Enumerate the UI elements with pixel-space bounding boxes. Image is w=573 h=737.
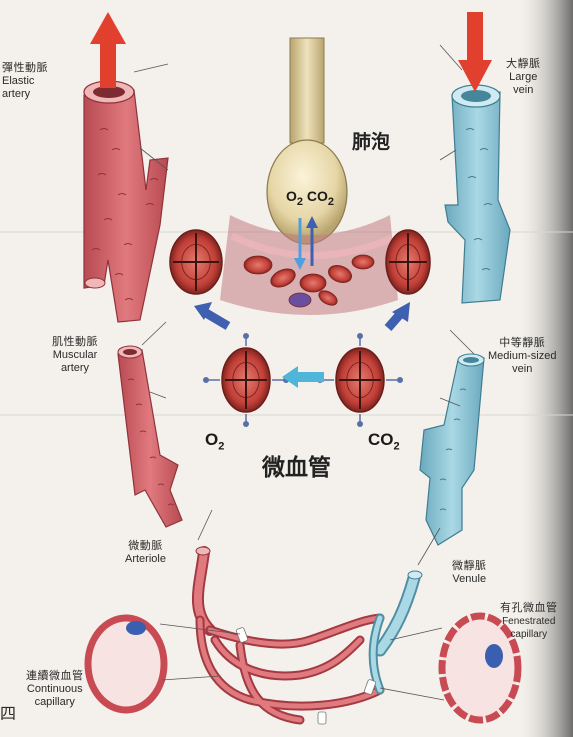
capillary-title: 微血管 — [262, 455, 331, 481]
elastic-artery-label-cn: 彈性動脈 — [2, 62, 48, 75]
elastic-artery-label: 彈性動脈 Elastic artery — [2, 62, 48, 101]
elastic-artery-label-en-1: Elastic — [2, 75, 48, 88]
arteriole-label: 微動脈 Arteriole — [125, 540, 166, 566]
continuous-capillary-label-en-1: Continuous — [26, 683, 84, 696]
elastic-artery-label-en-2: artery — [2, 88, 48, 101]
venule-label-cn: 微靜脈 — [452, 560, 487, 573]
o2-label: O2 — [205, 430, 224, 452]
alveolus-gas-label: O2 CO2 — [286, 188, 334, 208]
continuous-capillary-label-cn: 連續微血管 — [26, 670, 84, 683]
large-vein-label: 大靜脈 Large vein — [506, 58, 541, 97]
fenestrated-capillary-label-en-2: capillary — [500, 628, 558, 641]
red-blood-cell-icon — [386, 230, 430, 294]
fenestrated-capillary-label-cn: 有孔微血管 — [500, 602, 558, 615]
alveolus-co2-label: CO2 — [307, 188, 334, 204]
arteriole-label-en: Arteriole — [125, 553, 166, 566]
arteriole-label-cn: 微動脈 — [125, 540, 166, 553]
co2-label: CO2 — [368, 430, 400, 452]
medium-vein-label-cn: 中等靜脈 — [488, 337, 556, 350]
corner-character: 四 — [0, 706, 16, 724]
muscular-artery-label: 肌性動脈 Muscular artery — [52, 336, 98, 375]
muscular-artery-label-cn: 肌性動脈 — [52, 336, 98, 349]
fenestrated-capillary-label: 有孔微血管 Fenestrated capillary — [500, 602, 558, 641]
large-vein-label-cn: 大靜脈 — [506, 58, 541, 71]
large-vein-label-en-2: vein — [506, 84, 541, 97]
alveolus-title: 肺泡 — [352, 136, 390, 149]
continuous-capillary-label-en-2: capillary — [26, 696, 84, 709]
fenestrated-capillary-label-en-1: Fenestrated — [500, 615, 558, 628]
red-blood-cell-icon — [170, 230, 222, 294]
medium-vein-label: 中等靜脈 Medium-sized vein — [488, 337, 556, 376]
alveolus-o2-label: O2 — [286, 188, 303, 204]
venule-label: 微靜脈 Venule — [452, 560, 487, 586]
muscular-artery-label-en-1: Muscular — [52, 349, 98, 362]
continuous-capillary-label: 連續微血管 Continuous capillary — [26, 670, 84, 709]
continuous-capillary-illustration — [88, 618, 164, 710]
medium-vein-label-en-1: Medium-sized — [488, 350, 556, 363]
muscular-artery-label-en-2: artery — [52, 362, 98, 375]
large-vein-label-en-1: Large — [506, 71, 541, 84]
venule-label-en: Venule — [452, 573, 487, 586]
medium-vein-label-en-2: vein — [488, 363, 556, 376]
